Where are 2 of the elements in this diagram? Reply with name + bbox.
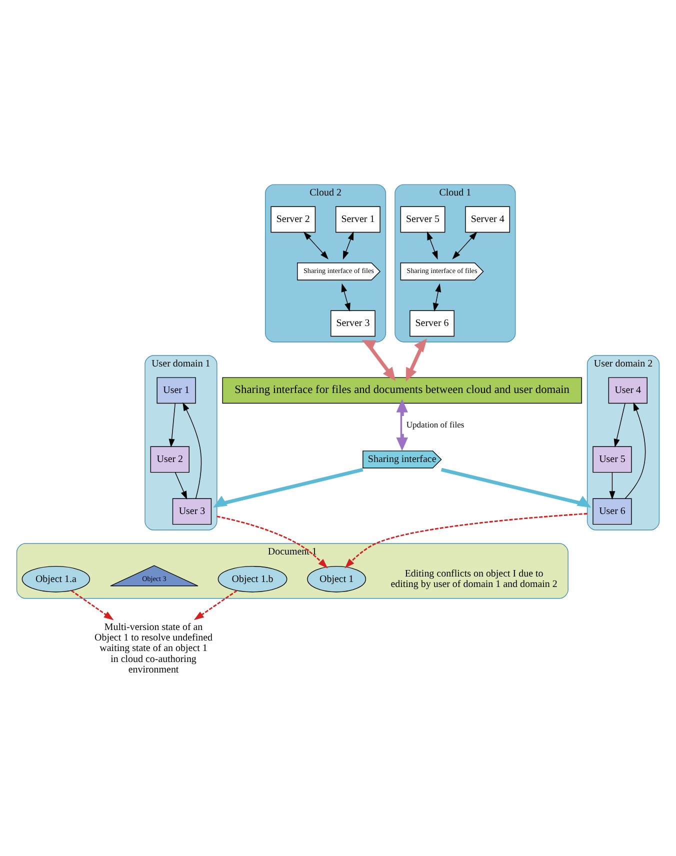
node-text: Multi-version state of an Object 1 to resolve undefined waiting state of an object 1 in cloud co-authoring environment (94, 621, 212, 676)
edge-label: Updation of files (406, 419, 464, 430)
